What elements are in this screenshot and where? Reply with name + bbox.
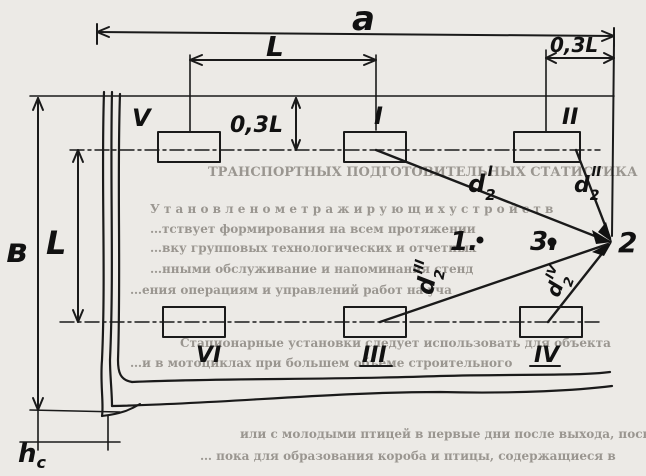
arrow-d2-iv xyxy=(546,244,610,324)
bg-text-line: … пока для образования короба и птицы, с… xyxy=(200,449,616,463)
well-v-box xyxy=(157,131,221,163)
point-1-label: 1. xyxy=(450,227,478,257)
distance-sub: 2 xyxy=(590,188,600,204)
well-i-box xyxy=(343,131,407,163)
bg-text-line: …нными обслуживание и напоминания стенд xyxy=(150,262,473,276)
bg-text-line: …и в мотоциклах при большем объеме строи… xyxy=(130,356,512,370)
svg-text:d2IV: d2IV xyxy=(537,261,580,302)
dimension-03l-left-label: 0,3L xyxy=(230,113,283,138)
point-1-dot xyxy=(476,236,484,244)
bg-text-line: …вку групповых технологических и отчетны… xyxy=(150,241,477,255)
arrowhead xyxy=(598,222,612,242)
dimension-a-label: a xyxy=(352,0,375,39)
well-vi-box xyxy=(162,306,226,338)
wells: V I II VI III IV xyxy=(132,102,583,368)
distance-arrows xyxy=(374,148,612,324)
dimension-hc-subscript: c xyxy=(37,453,47,472)
distance-sub: 2 xyxy=(432,268,449,280)
point-3-dot xyxy=(547,237,557,247)
bg-text-line: …ения операциям и управлений работ на уч… xyxy=(130,283,452,297)
room-outline xyxy=(29,90,615,418)
right-boundary-line xyxy=(611,41,615,237)
dimension-l-left: L xyxy=(46,149,84,323)
distance-label-d2-i: d xyxy=(468,170,486,198)
well-label-vi: VI xyxy=(196,343,221,368)
well-iv-box xyxy=(519,306,583,338)
dimension-hc: hc xyxy=(18,387,121,472)
distance-sub: 2 xyxy=(485,186,495,204)
distance-label-d2-ii: d xyxy=(574,173,590,198)
dimension-03l-left: 0,3L xyxy=(230,97,301,151)
dimension-03l-top-label: 0,3L xyxy=(550,33,598,57)
bg-text-line: …тствует формирования на всем протяжении xyxy=(150,222,476,236)
dimension-b: в xyxy=(6,97,121,413)
well-iii-box xyxy=(343,306,407,338)
background-print: ТРАНСПОРТНЫХ ПОДГОТОВИТЕЛЬНЫХ СТАТИСТИКА… xyxy=(130,165,646,463)
bg-text-line: или с молодыми птицей в первые дни после… xyxy=(240,427,646,441)
svg-text:d2II: d2 II xyxy=(574,165,601,204)
svg-text:hc: hc xyxy=(18,439,47,472)
well-label-ii: II xyxy=(562,105,578,130)
dimension-b-label: в xyxy=(6,231,28,271)
well-label-v: V xyxy=(132,104,153,132)
dimension-l-top-label: L xyxy=(266,30,284,63)
bg-text-line: У т а н о в л е н о м е т р а ж и р у ю … xyxy=(150,202,553,216)
dimension-03l-top: 0,3L xyxy=(545,33,615,133)
arrow-d2-ii xyxy=(574,148,612,240)
arrowhead xyxy=(592,242,612,256)
well-ii-box xyxy=(513,131,581,163)
point-2-label: 2 xyxy=(618,226,637,259)
arrowhead xyxy=(592,230,612,244)
well-label-iv: IV xyxy=(534,343,561,368)
distance-sup: III xyxy=(411,258,428,275)
distance-sup: I xyxy=(488,164,493,180)
arrow-d2-i xyxy=(374,148,612,244)
dimension-l-top: L xyxy=(189,30,377,133)
bg-text-line: Стационарные установки следует использов… xyxy=(180,336,611,350)
arrow-d2-iii xyxy=(378,242,610,324)
svg-text:d2I: d2 I xyxy=(468,164,496,204)
distance-sup: II xyxy=(592,165,602,180)
dimension-hc-label: h xyxy=(18,439,37,469)
dimension-a: a xyxy=(96,0,615,47)
dimension-l-left-label: L xyxy=(46,224,66,262)
points: 1. 3. 2 xyxy=(450,226,637,259)
well-label-i: I xyxy=(374,102,383,130)
bg-text-line: ТРАНСПОРТНЫХ ПОДГОТОВИТЕЛЬНЫХ СТАТИСТИКА xyxy=(208,165,638,180)
distance-label-d2-iii: d xyxy=(411,274,442,297)
well-label-iii: III xyxy=(362,343,387,368)
svg-text:d2III: d2 III xyxy=(408,258,450,298)
